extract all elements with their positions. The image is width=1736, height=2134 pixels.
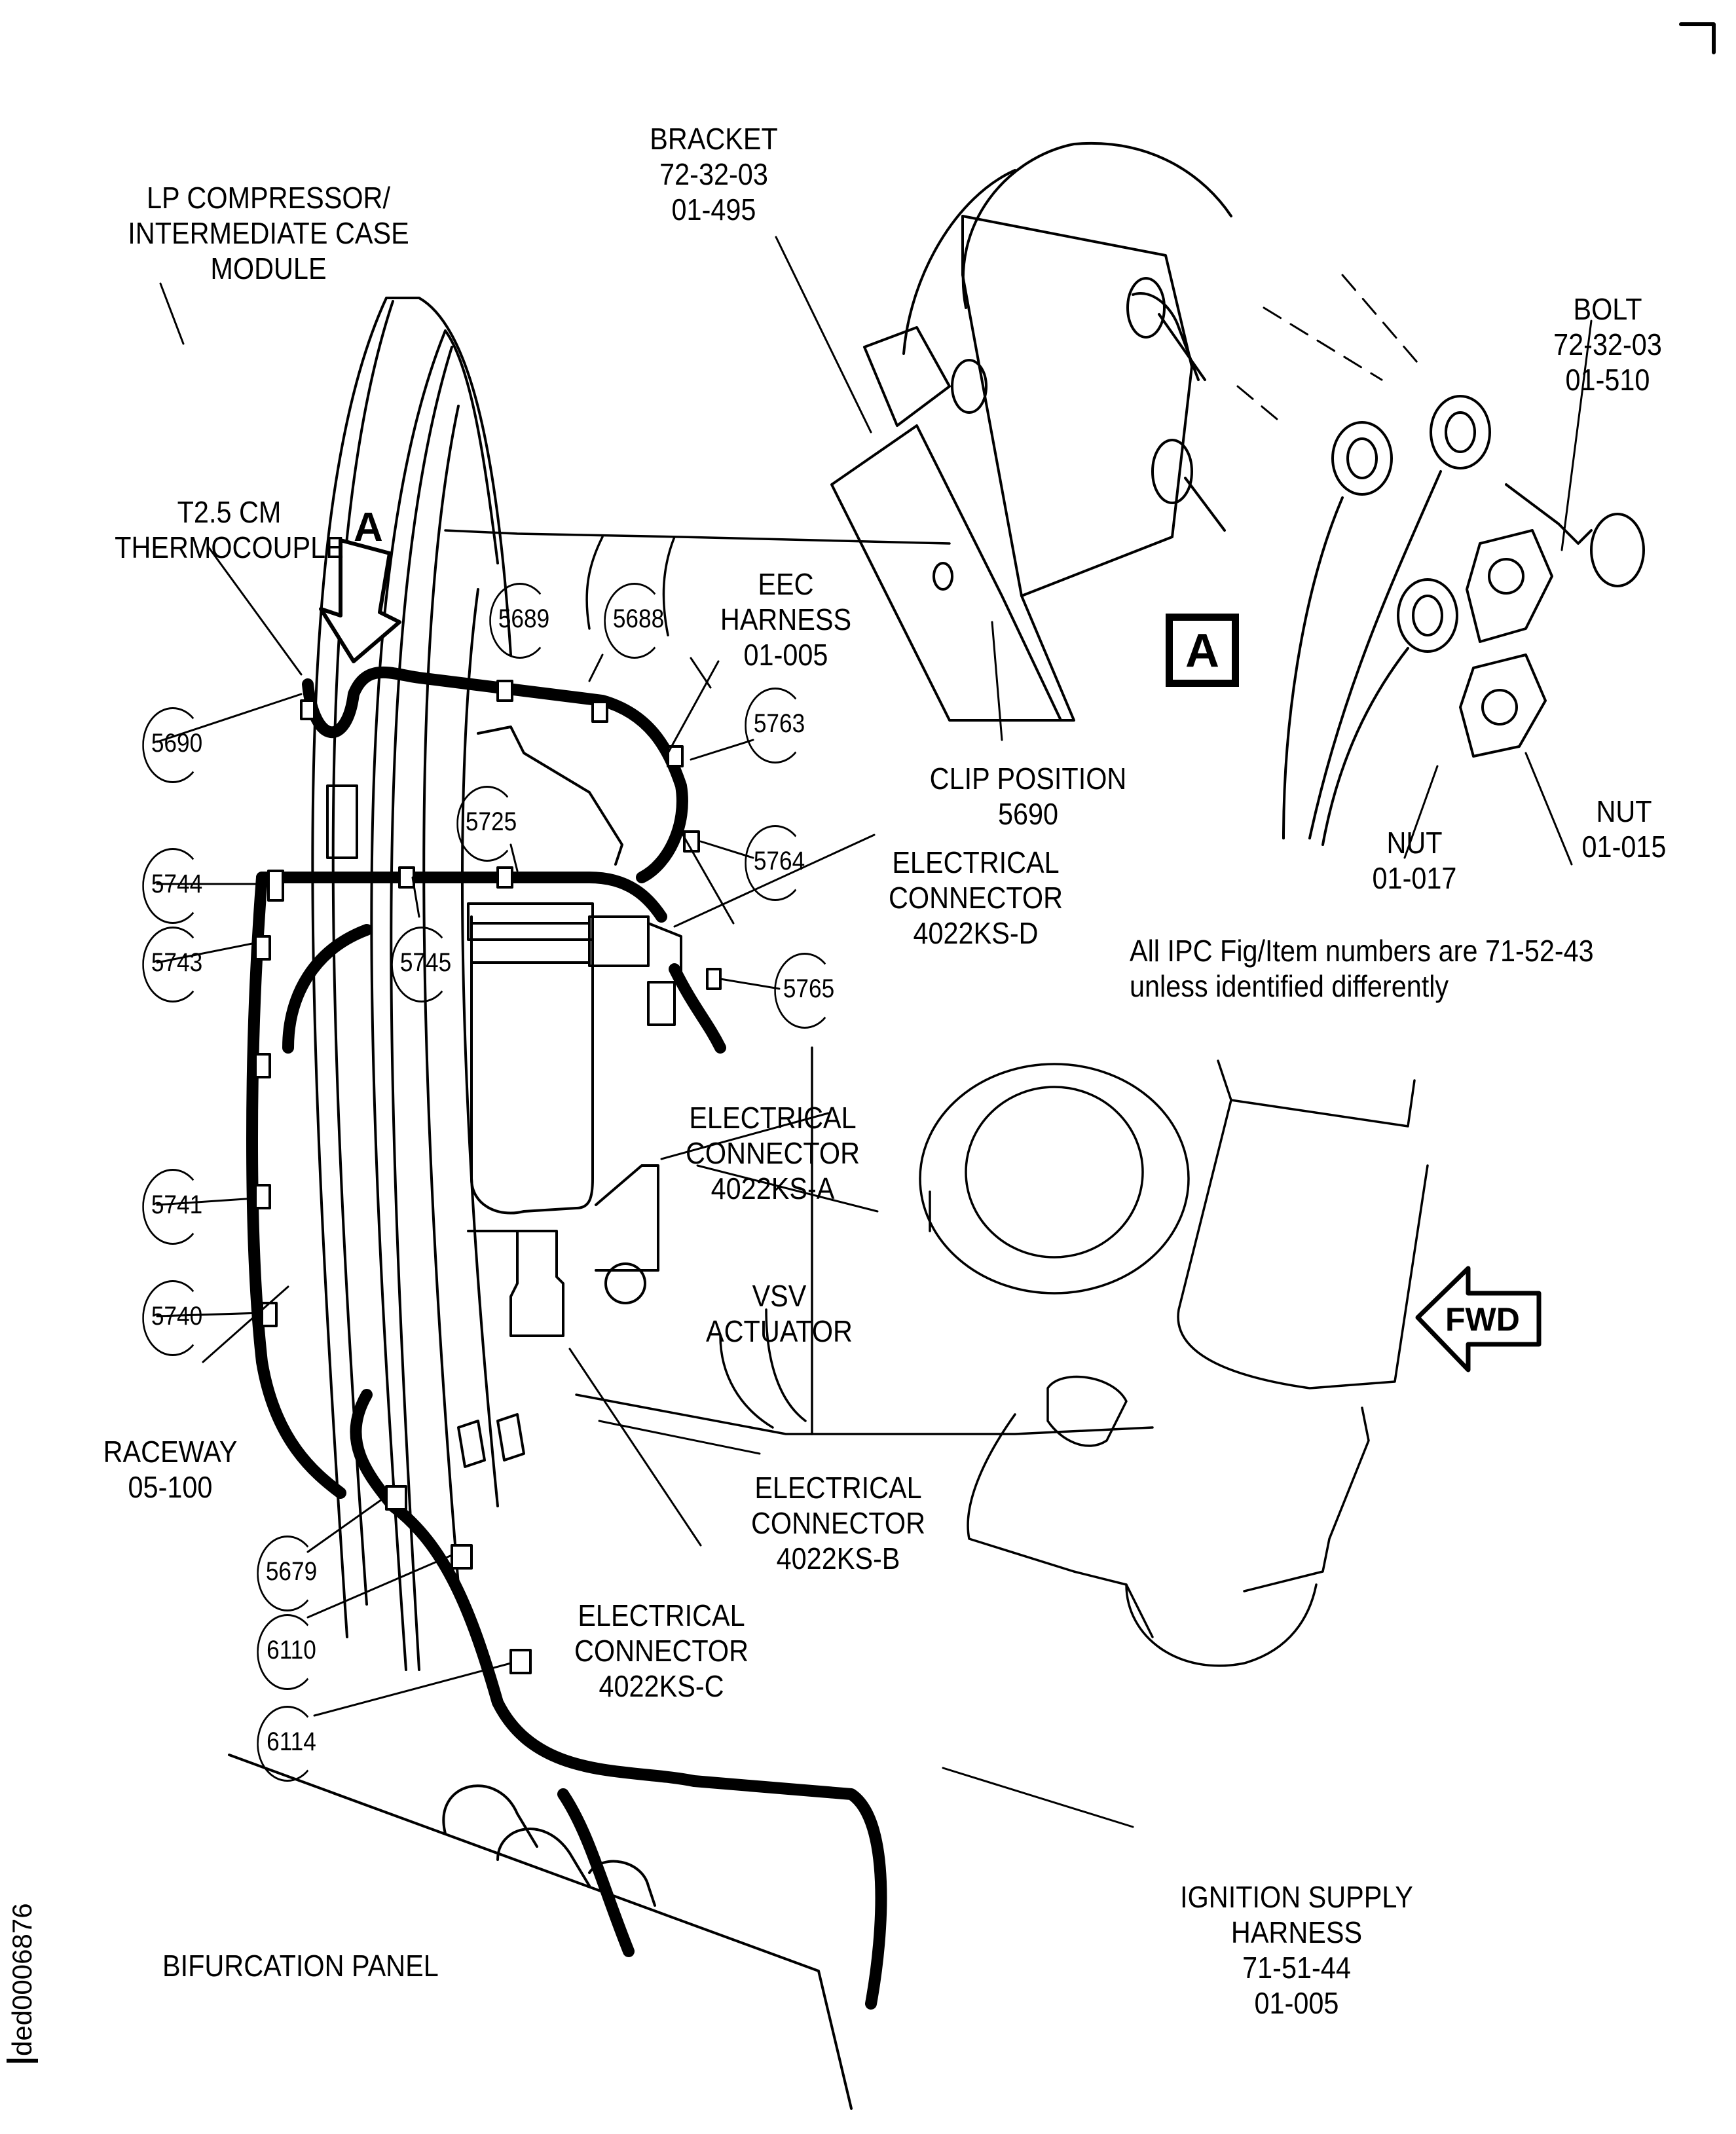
label-lp-compressor: LP COMPRESSOR/ INTERMEDIATE CASE MODULE — [128, 181, 409, 285]
label-nut-015: NUT 01-015 — [1581, 794, 1667, 864]
label-bifurcation-panel: BIFURCATION PANEL — [162, 1949, 439, 1983]
callout-5688: 5688 — [604, 583, 673, 659]
label-t25-thermocouple: T2.5 CM THERMOCOUPLE — [115, 495, 344, 564]
engine-core-casing — [444, 529, 1154, 1435]
callout-ring — [142, 848, 204, 924]
callout-5743: 5743 — [142, 927, 212, 1003]
callout-5679: 5679 — [257, 1536, 326, 1611]
label-bracket: BRACKET 72-32-03 01-495 — [650, 122, 778, 227]
note-ipc-numbers: All IPC Fig/Item numbers are 71-52-43 un… — [1130, 934, 1594, 1003]
bifurcation-panel-edge — [228, 1754, 853, 2110]
callout-5744: 5744 — [142, 848, 212, 924]
fuel-manifold-assembly — [919, 1059, 1429, 1667]
callout-ring — [257, 1536, 318, 1611]
callout-6114: 6114 — [257, 1706, 326, 1782]
callout-5764: 5764 — [745, 825, 814, 901]
callout-5740: 5740 — [142, 1280, 212, 1356]
callout-ring — [774, 953, 836, 1029]
bracket-assembly — [830, 141, 1232, 722]
label-clip-position: CLIP POSITION 5690 — [929, 762, 1127, 831]
callout-ring — [257, 1706, 318, 1782]
callout-ring — [604, 583, 665, 659]
eec-harness-cable — [246, 666, 887, 2010]
callout-ring — [745, 825, 806, 901]
callout-5690: 5690 — [142, 707, 212, 783]
callout-ring — [391, 927, 452, 1003]
label-nut-017: NUT 01-017 — [1372, 826, 1457, 895]
corner-mark — [1679, 22, 1716, 54]
label-bolt: BOLT 72-32-03 01-510 — [1553, 292, 1662, 397]
vsv-actuator-body — [467, 902, 659, 1337]
label-connector-b: ELECTRICAL CONNECTOR 4022KS-B — [750, 1471, 926, 1575]
callout-6110: 6110 — [257, 1614, 326, 1690]
callout-ring — [257, 1614, 318, 1690]
view-arrow-a — [319, 538, 401, 663]
document-id: ded0006876 — [7, 1903, 38, 2063]
callout-ring — [142, 1169, 204, 1245]
harness-clips — [254, 680, 722, 1674]
fastener-group — [1236, 274, 1645, 846]
callout-5689: 5689 — [489, 583, 559, 659]
callout-ring — [142, 1280, 204, 1356]
callout-ring — [456, 786, 518, 862]
callout-5763: 5763 — [745, 688, 814, 763]
fwd-arrow — [1415, 1266, 1542, 1372]
callout-ring — [142, 927, 204, 1003]
callout-ring — [142, 707, 204, 783]
callout-5741: 5741 — [142, 1169, 212, 1245]
label-vsv-actuator: VSV ACTUATOR — [706, 1279, 853, 1348]
lp-compressor-case — [311, 297, 512, 1671]
electrical-connectors — [326, 726, 682, 1907]
view-arrow-letter: A — [354, 505, 383, 550]
callout-ring — [489, 583, 551, 659]
callout-5745: 5745 — [391, 927, 460, 1003]
fwd-label: FWD — [1445, 1301, 1520, 1338]
callout-5765: 5765 — [774, 953, 843, 1029]
callout-ring — [745, 688, 806, 763]
callout-5725: 5725 — [456, 786, 526, 862]
label-connector-a: ELECTRICAL CONNECTOR 4022KS-A — [685, 1101, 860, 1205]
label-ignition-harness: IGNITION SUPPLY HARNESS 71-51-44 01-005 — [1180, 1880, 1413, 2020]
label-eec-harness: EEC HARNESS 01-005 — [720, 567, 852, 672]
label-connector-c: ELECTRICAL CONNECTOR 4022KS-C — [574, 1598, 749, 1703]
label-connector-d: ELECTRICAL CONNECTOR 4022KS-D — [888, 845, 1063, 950]
detail-view-marker: A — [1166, 614, 1239, 687]
label-raceway: RACEWAY 05-100 — [103, 1435, 238, 1504]
